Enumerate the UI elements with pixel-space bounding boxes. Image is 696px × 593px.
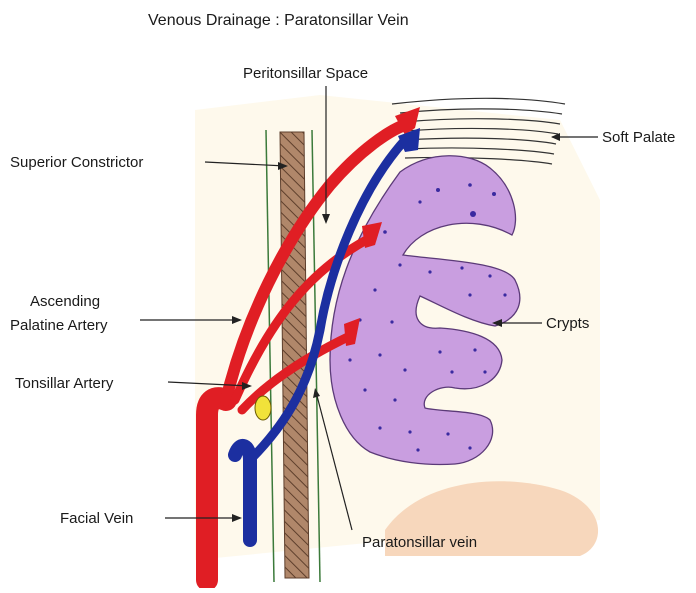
paratonsillar-vein-label: Paratonsillar vein bbox=[362, 534, 477, 551]
soft-palate-label: Soft Palate bbox=[602, 129, 675, 146]
ascending-palatine-artery-label-line1: Ascending bbox=[30, 293, 100, 310]
facial-vein-label: Facial Vein bbox=[60, 510, 133, 527]
ascending-palatine-artery-label-line2: Palatine Artery bbox=[10, 317, 108, 334]
crypts-label: Crypts bbox=[546, 315, 589, 332]
peritonsillar-space-label: Peritonsillar Space bbox=[243, 65, 368, 82]
lymph-node bbox=[255, 396, 271, 420]
diagram-title: Venous Drainage : Paratonsillar Vein bbox=[148, 12, 409, 29]
superior-constrictor-label: Superior Constrictor bbox=[10, 154, 143, 171]
tonsillar-artery-label: Tonsillar Artery bbox=[15, 375, 114, 392]
